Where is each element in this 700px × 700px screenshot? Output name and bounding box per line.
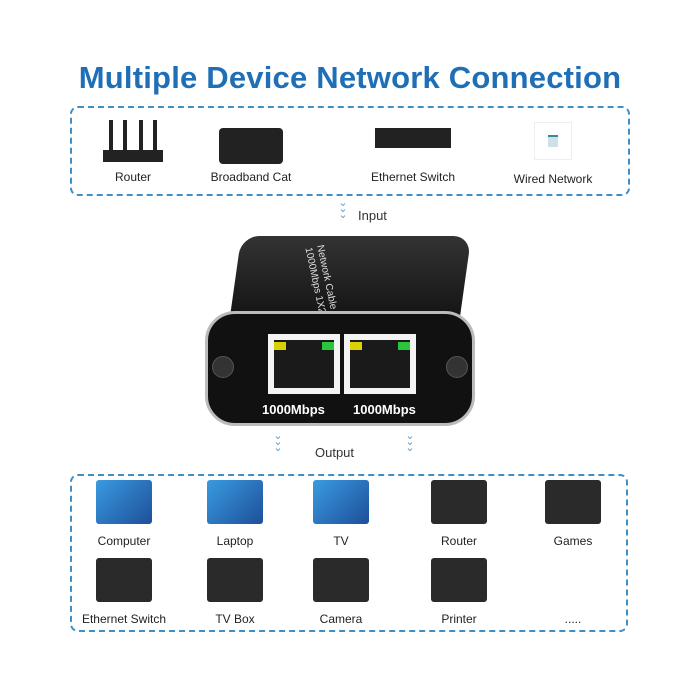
output-device-label: TV [333, 534, 349, 548]
output-device-label: Computer [97, 534, 151, 548]
ethernet-port-1 [268, 334, 340, 394]
output-device-10: ..... [513, 558, 633, 626]
input-label-switch: Ethernet Switch [370, 170, 456, 184]
input-label-router: Router [114, 170, 152, 184]
page-title: Multiple Device Network Connection [78, 60, 622, 95]
input-wired-network: Wired Network [493, 122, 613, 186]
input-label: Input [358, 208, 387, 223]
port1-speed-label: 1000Mbps [262, 402, 325, 417]
router-icon [431, 480, 487, 524]
output-device-9: Printer [399, 558, 519, 626]
output-device-label: Printer [441, 612, 477, 626]
output-device-1: Computer [64, 480, 184, 548]
input-router: Router [73, 120, 193, 184]
output-device-4: Router [399, 480, 519, 548]
screw-icon [446, 356, 468, 378]
input-label-wired: Wired Network [513, 172, 593, 186]
input-arrow-icon: ⌄⌄⌄ [338, 197, 348, 221]
screw-icon [212, 356, 234, 378]
output-device-label: TV Box [215, 612, 255, 626]
switch-icon [375, 120, 451, 164]
port2-speed-label: 1000Mbps [353, 402, 416, 417]
output-device-label: Ethernet Switch [81, 612, 167, 626]
output-device-label: Games [553, 534, 593, 548]
output-device-label: ..... [564, 612, 582, 626]
switch-icon [96, 558, 152, 602]
output-devices-box [70, 474, 628, 632]
output-device-8: Camera [281, 558, 401, 626]
output-label: Output [315, 445, 355, 460]
output-device-label: Router [440, 534, 478, 548]
router-icon [103, 120, 163, 164]
output-arrow-icon: ⌄⌄⌄ [405, 430, 415, 454]
device-front-panel: 1000Mbps 1000Mbps [205, 311, 475, 426]
computer-icon [96, 480, 152, 524]
input-label-broadband: Broadband Cat [210, 170, 292, 184]
ethernet-port-2 [344, 334, 416, 394]
output-device-label: Camera [319, 612, 363, 626]
camera-icon [313, 558, 369, 602]
modem-icon [219, 120, 283, 164]
input-devices-box [70, 106, 630, 196]
input-broadband: Broadband Cat [191, 120, 311, 184]
printer-icon [431, 558, 487, 602]
output-arrow-icon: ⌄⌄⌄ [273, 430, 283, 454]
output-device-7: TV Box [175, 558, 295, 626]
output-device-3: TV [281, 480, 401, 548]
output-device-6: Ethernet Switch [64, 558, 184, 626]
tv-icon [313, 480, 369, 524]
tv-box-icon [207, 558, 263, 602]
output-device-5: Games [513, 480, 633, 548]
input-switch: Ethernet Switch [353, 120, 473, 184]
wall-socket-icon [534, 122, 572, 160]
laptop-icon [207, 480, 263, 524]
output-device-2: Laptop [175, 480, 295, 548]
game-console-icon [545, 480, 601, 524]
output-device-label: Laptop [216, 534, 254, 548]
